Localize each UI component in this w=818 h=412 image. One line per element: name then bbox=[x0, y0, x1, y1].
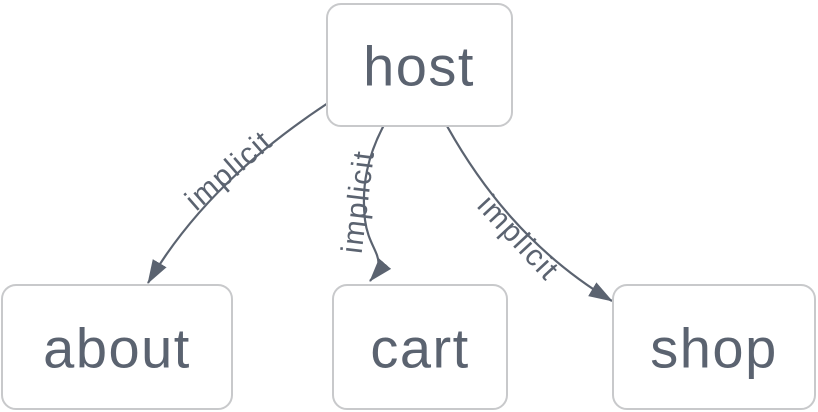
edge-label-host-cart: implicit bbox=[336, 148, 381, 255]
node-cart: cart bbox=[332, 284, 508, 410]
edge-host-shop bbox=[446, 125, 613, 302]
node-cart-box bbox=[332, 284, 508, 410]
edge-label-host-shop: implicit bbox=[471, 189, 566, 287]
node-shop: shop bbox=[612, 284, 816, 410]
edge-host-about bbox=[147, 102, 329, 284]
node-cart-label: cart bbox=[370, 317, 469, 380]
node-group: host about cart shop bbox=[1, 3, 816, 410]
node-host-label: host bbox=[363, 35, 475, 98]
node-shop-box bbox=[612, 284, 816, 410]
edge-label-host-about: implicit bbox=[179, 124, 279, 217]
node-about-label: about bbox=[43, 317, 191, 380]
node-about: about bbox=[1, 284, 233, 410]
node-shop-label: shop bbox=[650, 317, 777, 380]
node-about-box bbox=[1, 284, 233, 410]
node-host-box bbox=[326, 3, 513, 127]
node-host: host bbox=[326, 3, 513, 127]
edge-host-cart bbox=[362, 124, 392, 282]
edge-group bbox=[147, 102, 613, 302]
